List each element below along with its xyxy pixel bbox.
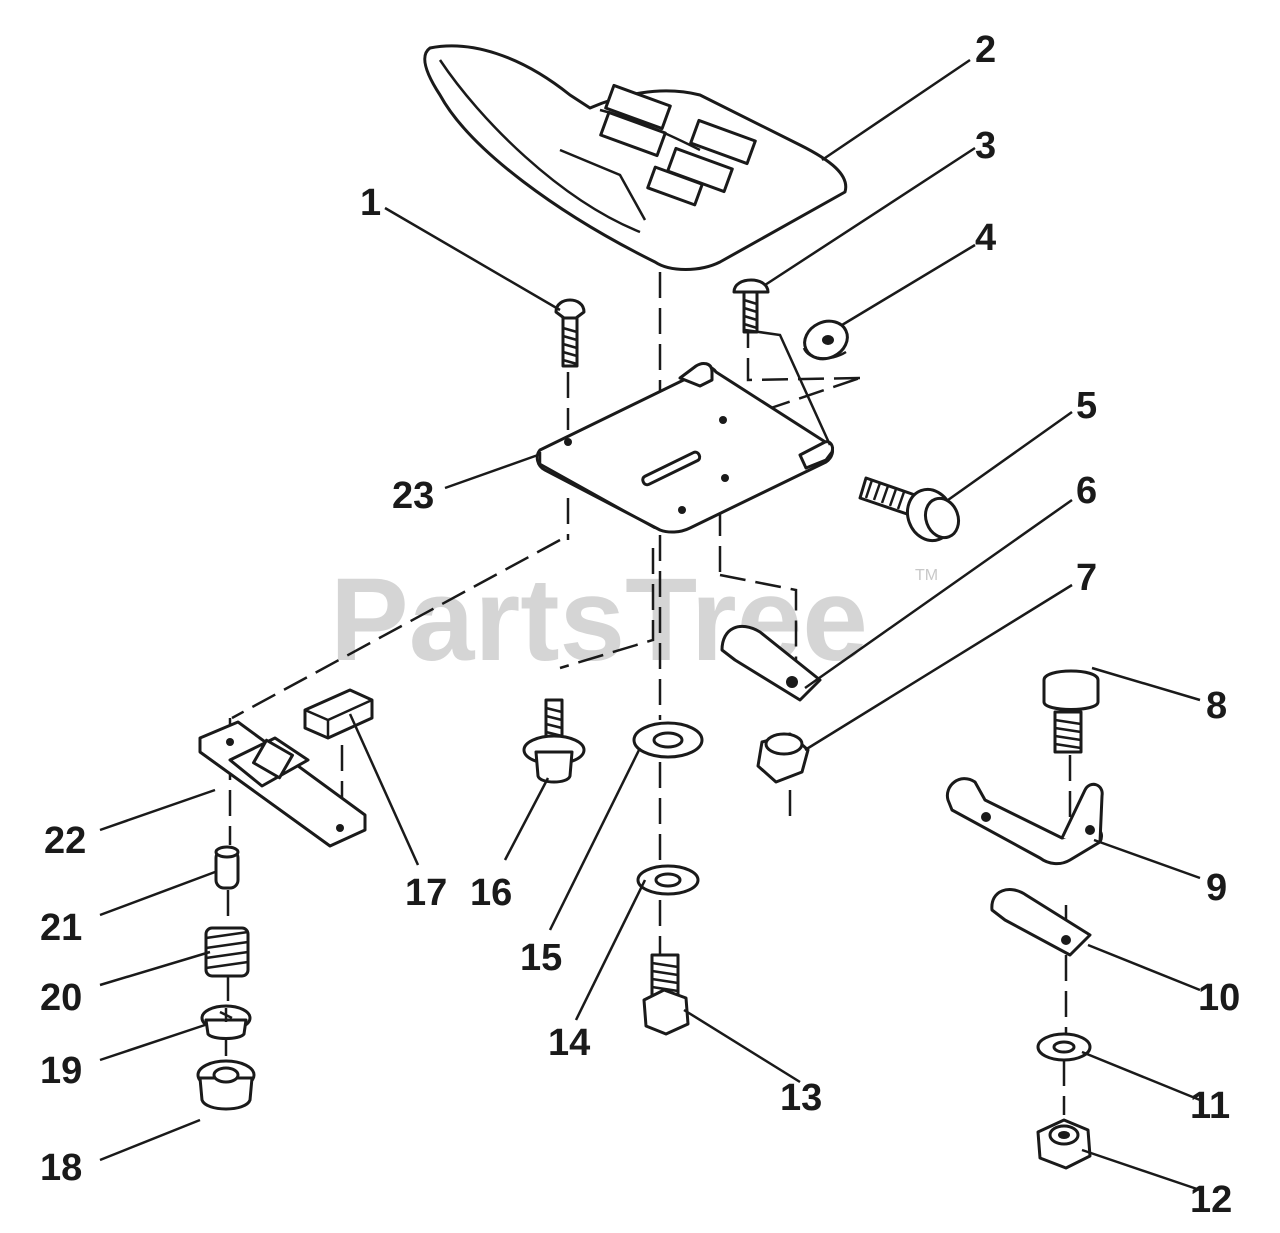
callout-13: 13 [780,1077,822,1119]
callout-19: 19 [40,1050,82,1092]
seat-part-2 [423,44,848,271]
callout-12: 12 [1190,1179,1232,1221]
callout-8: 8 [1206,685,1227,727]
callout-4: 4 [975,217,996,259]
clip-part-6 [720,624,822,702]
callout-23: 23 [392,475,434,517]
seat-bracket-part-23 [535,328,835,534]
callout-18: 18 [40,1147,82,1189]
flange-bolt-part-5 [858,476,961,543]
hex-bolt-part-13 [642,953,690,1036]
washer-part-11 [1036,1032,1092,1062]
block-part-17 [303,688,374,740]
shoulder-bolt-part-16 [522,698,586,784]
callout-16: 16 [470,872,512,914]
carriage-bolt-part-1 [554,298,586,368]
callout-5: 5 [1076,385,1097,427]
watermark-trademark: TM [915,567,938,584]
assembly-guide-lines [224,272,1072,1115]
callout-11: 11 [1190,1085,1230,1127]
washer-part-14 [636,864,700,896]
callout-3: 3 [975,125,996,167]
callout-14: 14 [548,1022,590,1064]
callout-6: 6 [1076,470,1097,512]
callout-leader-lines [99,58,1201,1192]
screw-part-3 [732,278,770,334]
callout-17: 17 [405,872,447,914]
washer-part-15 [632,721,704,759]
callout-15: 15 [520,937,562,979]
bolt-part-8 [1042,669,1100,754]
callout-20: 20 [40,977,82,1019]
angled-bracket-part-9 [945,777,1104,866]
flange-nut-part-18 [196,1059,256,1111]
lock-nut-part-12 [1036,1118,1092,1170]
nut-part-4 [802,319,849,361]
callout-7: 7 [1076,557,1097,599]
latch-plate-part-22 [198,720,367,848]
callout-1: 1 [360,182,381,224]
callout-21: 21 [40,907,82,949]
spring-part-20 [204,926,250,978]
callout-10: 10 [1198,977,1240,1019]
callout-9: 9 [1206,867,1227,909]
pin-part-21 [214,845,240,890]
callout-2: 2 [975,29,996,71]
clip-part-10 [990,888,1092,957]
callout-numbers: 1 2 3 4 5 6 7 8 9 10 11 12 13 14 15 16 1… [40,29,1240,1221]
sleeve-part-19 [200,1004,252,1040]
lock-nut-part-7 [756,732,810,784]
callout-22: 22 [44,820,86,862]
